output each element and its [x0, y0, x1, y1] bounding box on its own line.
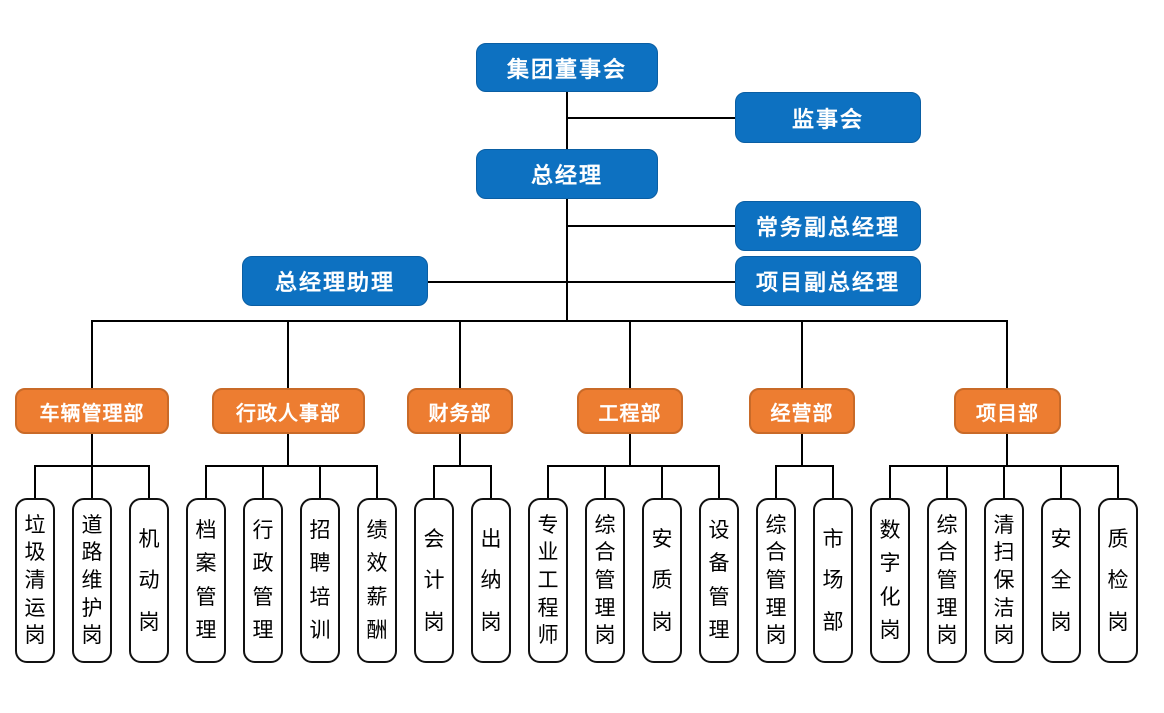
connector-pos-drop — [433, 465, 435, 498]
position-box: 综合管理岗 — [585, 498, 625, 663]
position-box: 市场部 — [813, 498, 853, 663]
position-box: 出纳岗 — [471, 498, 511, 663]
position-box: 质检岗 — [1098, 498, 1138, 663]
connector-dept6-bus-drop — [1006, 434, 1008, 465]
node-group-board: 集团董事会 — [476, 43, 658, 92]
position-box: 综合管理岗 — [927, 498, 967, 663]
connector-drop-dept-3 — [459, 321, 461, 388]
connector-pos-drop — [34, 465, 36, 498]
position-box: 专业工程师 — [528, 498, 568, 663]
position-box: 会计岗 — [414, 498, 454, 663]
connector-bus-dept-4 — [547, 465, 720, 467]
connector-pos-drop — [262, 465, 264, 498]
position-box: 数字化岗 — [870, 498, 910, 663]
connector-pos-drop — [1117, 465, 1119, 498]
dept-operations: 经营部 — [749, 388, 855, 434]
position-box: 道路维护岗 — [72, 498, 112, 663]
node-gm-assistant: 总经理助理 — [242, 256, 428, 306]
connector-bus-dept-5 — [775, 465, 834, 467]
node-general-manager: 总经理 — [476, 149, 658, 199]
connector-pos-drop — [148, 465, 150, 498]
connector-pos-drop — [205, 465, 207, 498]
connector-drop-dept-4 — [629, 321, 631, 388]
dept-project: 项目部 — [954, 388, 1061, 434]
connector-pos-drop — [775, 465, 777, 498]
connector-pos-drop — [718, 465, 720, 498]
connector-pos-drop — [547, 465, 549, 498]
node-supervisory-board: 监事会 — [735, 92, 921, 143]
connector-pos-drop — [1003, 465, 1005, 498]
connector-pos-drop — [319, 465, 321, 498]
position-box: 综合管理岗 — [756, 498, 796, 663]
connector-pos-drop — [91, 465, 93, 498]
connector-supervisory-board — [567, 117, 735, 119]
connector-drop-dept-6 — [1006, 321, 1008, 388]
connector-assistant-project-deputy — [428, 281, 736, 283]
connector-executive-deputy-gm — [567, 225, 736, 227]
connector-pos-drop — [1060, 465, 1062, 498]
connector-pos-drop — [376, 465, 378, 498]
position-box: 安全岗 — [1041, 498, 1081, 663]
connector-dept2-bus-drop — [287, 434, 289, 465]
connector-pos-drop — [661, 465, 663, 498]
connector-department-distribution — [91, 320, 1008, 322]
position-box: 设备管理 — [699, 498, 739, 663]
position-box: 绩效薪酬 — [357, 498, 397, 663]
position-box: 清扫保洁岗 — [984, 498, 1024, 663]
connector-drop-dept-2 — [287, 321, 289, 388]
connector-pos-drop — [832, 465, 834, 498]
connector-bus-dept-3 — [433, 465, 492, 467]
connector-dept4-bus-drop — [629, 434, 631, 465]
position-box: 安质岗 — [642, 498, 682, 663]
position-box: 机动岗 — [129, 498, 169, 663]
position-box: 垃圾清运岗 — [15, 498, 55, 663]
connector-bus-dept-2 — [205, 465, 378, 467]
dept-vehicle-management: 车辆管理部 — [15, 388, 169, 434]
connector-drop-dept-1 — [91, 321, 93, 388]
dept-admin-hr: 行政人事部 — [212, 388, 365, 434]
connector-main-trunk — [566, 92, 568, 321]
dept-finance: 财务部 — [407, 388, 513, 434]
connector-dept3-bus-drop — [459, 434, 461, 465]
dept-engineering: 工程部 — [577, 388, 683, 434]
connector-drop-dept-5 — [801, 321, 803, 388]
node-project-deputy-gm: 项目副总经理 — [735, 256, 921, 306]
connector-pos-drop — [490, 465, 492, 498]
node-executive-deputy-gm: 常务副总经理 — [735, 201, 921, 251]
position-box: 档案管理 — [186, 498, 226, 663]
position-box: 行政管理 — [243, 498, 283, 663]
position-box: 招聘培训 — [300, 498, 340, 663]
connector-dept1-bus-drop — [91, 434, 93, 465]
connector-dept5-bus-drop — [801, 434, 803, 465]
connector-pos-drop — [604, 465, 606, 498]
connector-pos-drop — [889, 465, 891, 498]
connector-pos-drop — [946, 465, 948, 498]
